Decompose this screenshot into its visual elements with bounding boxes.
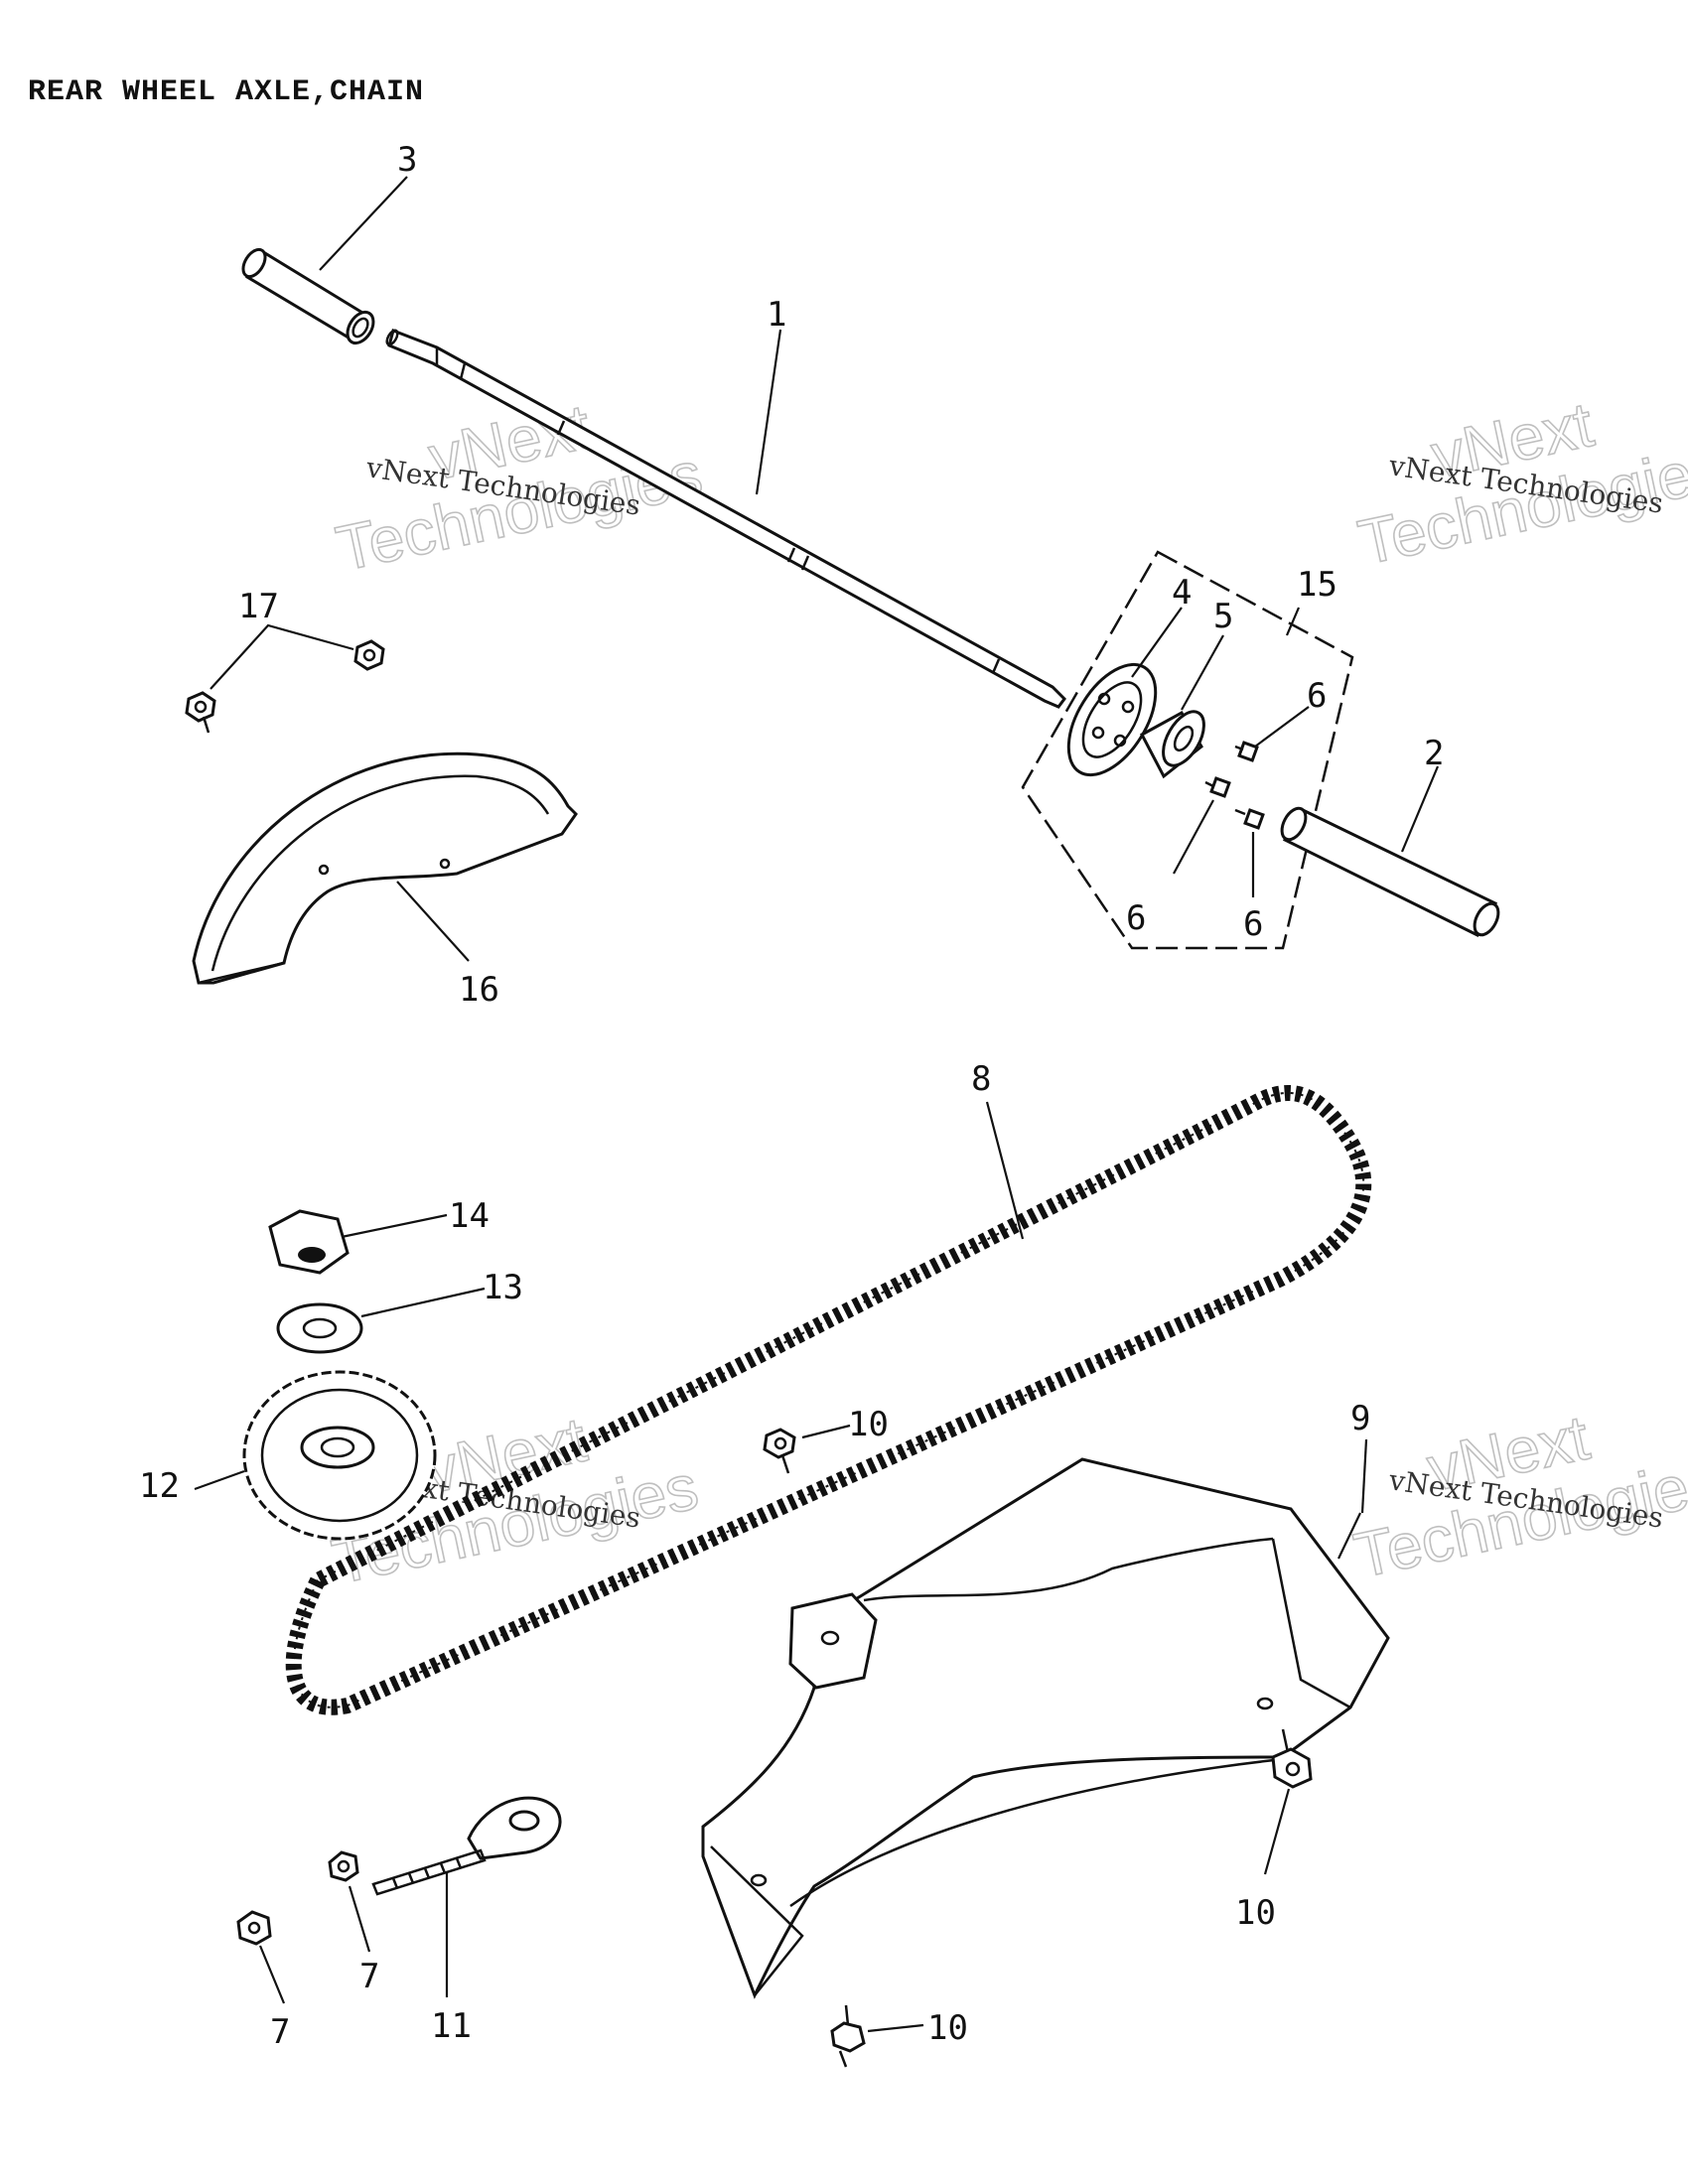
- callout-7a: 7: [270, 2012, 290, 2052]
- part-2-shaft-end: [1280, 806, 1500, 937]
- part-5-hub: [1139, 710, 1205, 779]
- callout-3: 3: [397, 140, 417, 180]
- leader-line: [341, 1213, 448, 1239]
- leader-line: [985, 1101, 1025, 1240]
- leader-line: [755, 329, 782, 495]
- part-10-bolt: [1271, 1728, 1313, 1789]
- part-8-drive-chain: [285, 1084, 1372, 1715]
- part-4-hub-plate: [1066, 662, 1158, 777]
- leader-line: [1337, 1512, 1361, 1560]
- callout-10b: 10: [1235, 1893, 1276, 1933]
- part-12-sprocket: [242, 1370, 437, 1541]
- leader-line: [1131, 607, 1183, 678]
- leader-line: [319, 176, 408, 271]
- leader-line: [360, 1287, 486, 1318]
- callout-10a: 10: [848, 1405, 889, 1444]
- part-17-nut: [353, 639, 385, 671]
- callout-17: 17: [238, 587, 279, 626]
- part-6-bolt: [1234, 808, 1265, 830]
- part-1-axle-shaft: [385, 328, 1066, 709]
- leader-line: [1360, 1438, 1368, 1514]
- callout-10c: 10: [927, 2008, 968, 2048]
- callout-5: 5: [1213, 597, 1233, 636]
- callout-4: 4: [1172, 573, 1192, 613]
- part-7-nut: [236, 1910, 272, 1946]
- leader-line: [194, 1469, 245, 1491]
- assembly-15-outline: [1021, 550, 1354, 950]
- part-10-bolt: [830, 2004, 866, 2068]
- part-10-nut: [763, 1428, 796, 1474]
- part-14-nut: [268, 1209, 350, 1275]
- callout-2: 2: [1424, 734, 1444, 773]
- callout-12: 12: [139, 1466, 180, 1506]
- part-11-chain-adjuster: [371, 1796, 562, 1896]
- leader-line: [867, 2023, 924, 2033]
- leader-line: [210, 623, 354, 690]
- callout-15: 15: [1297, 565, 1337, 605]
- callout-14: 14: [449, 1196, 490, 1236]
- part-6-bolt: [1234, 741, 1259, 762]
- callout-6a: 6: [1307, 676, 1327, 716]
- leader-line: [1400, 765, 1440, 853]
- part-3-bushing: [241, 247, 375, 345]
- part-6-bolt: [1204, 776, 1231, 798]
- leader-line: [258, 1945, 286, 2004]
- callout-6b: 6: [1126, 898, 1146, 938]
- callout-9: 9: [1350, 1399, 1370, 1438]
- part-7-nut: [328, 1850, 359, 1882]
- page-title: REAR WHEEL AXLE,CHAIN: [28, 75, 425, 109]
- callout-1: 1: [767, 295, 786, 335]
- part-17-nut: [185, 691, 216, 734]
- callout-16: 16: [459, 970, 499, 1010]
- callout-13: 13: [483, 1268, 523, 1307]
- callout-6c: 6: [1243, 904, 1263, 944]
- part-9-chain-case: [701, 1457, 1390, 1999]
- watermark-group: vNext Technologies: [1351, 387, 1688, 579]
- leader-line: [1173, 799, 1214, 875]
- part-16-chain-guard: [192, 751, 578, 985]
- leader-line: [1285, 607, 1301, 636]
- leader-line: [1263, 1788, 1291, 1875]
- callout-8: 8: [971, 1059, 991, 1099]
- leader-line: [348, 1885, 371, 1953]
- leader-line: [1181, 634, 1224, 711]
- callout-11: 11: [431, 2006, 472, 2046]
- leader-line: [1254, 706, 1310, 748]
- callout-7b: 7: [359, 1957, 379, 1996]
- part-13-washer: [276, 1302, 363, 1354]
- leader-line: [801, 1424, 851, 1439]
- leader-line: [396, 881, 470, 962]
